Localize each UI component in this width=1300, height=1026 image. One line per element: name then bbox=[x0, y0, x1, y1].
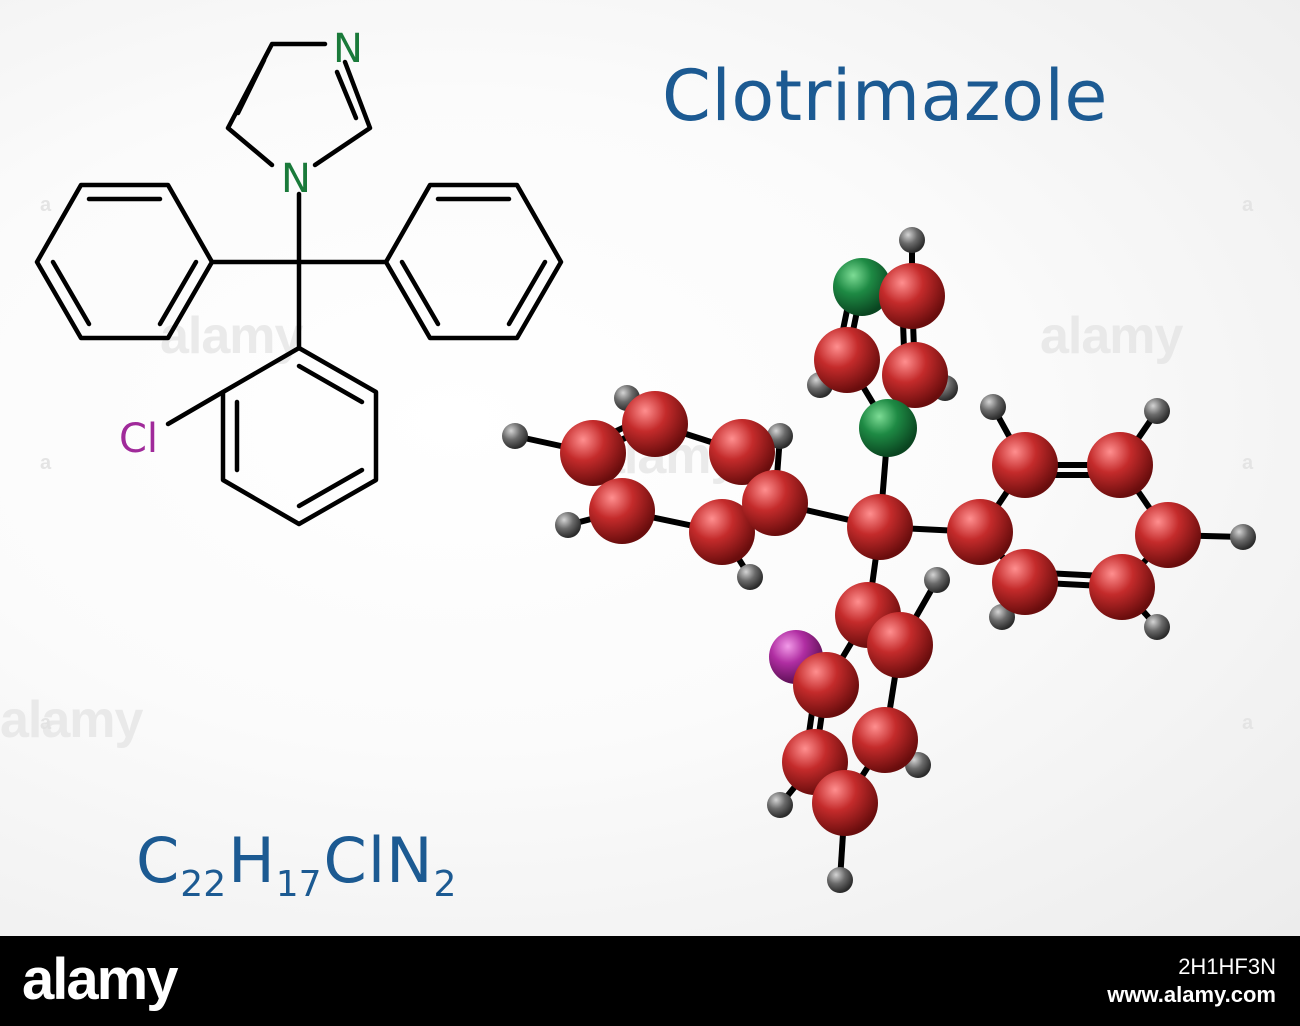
hydrogen-atom bbox=[1144, 398, 1170, 424]
formula-hydrogen-count: 17 bbox=[275, 864, 322, 905]
watermark-letter: a bbox=[1242, 194, 1254, 216]
ball-and-stick-model bbox=[502, 227, 1256, 893]
formula-carbon-count: 22 bbox=[180, 864, 227, 905]
hydrogen-atom bbox=[555, 512, 581, 538]
carbon-atom bbox=[812, 770, 878, 836]
hydrogen-atom bbox=[980, 394, 1006, 420]
carbon-atom bbox=[992, 549, 1058, 615]
watermark-word: alamy bbox=[1040, 307, 1183, 365]
carbon-atom bbox=[689, 499, 755, 565]
footer-bar: alamy 2H1HF3N www.alamy.com bbox=[0, 936, 1300, 1026]
carbon-atom bbox=[1087, 432, 1153, 498]
footer-logo[interactable]: alamy bbox=[22, 947, 178, 1012]
compound-name: Clotrimazole bbox=[662, 55, 1108, 137]
imidazole-double-bond bbox=[235, 57, 267, 116]
carbon-atom bbox=[847, 494, 913, 560]
watermark-letter: a bbox=[40, 452, 52, 474]
watermark-letter: a bbox=[1242, 452, 1254, 474]
formula-hydrogen: H bbox=[228, 824, 276, 897]
atom-label-cl: Cl bbox=[119, 416, 158, 462]
carbon-atom bbox=[560, 420, 626, 486]
structural-formula: N N Cl bbox=[34, 26, 564, 527]
nitrogen-atom bbox=[859, 399, 917, 457]
aromatic-double-bond bbox=[234, 363, 365, 509]
carbon-atom bbox=[879, 263, 945, 329]
c-cl-bond bbox=[165, 389, 226, 427]
carbon-atom bbox=[589, 478, 655, 544]
carbon-atom bbox=[742, 470, 808, 536]
carbon-atom bbox=[882, 342, 948, 408]
carbon-atom bbox=[793, 652, 859, 718]
carbon-atom bbox=[1089, 554, 1155, 620]
molecular-formula: C22H17ClN2 bbox=[136, 826, 458, 920]
footer-info: 2H1HF3N www.alamy.com bbox=[1107, 954, 1276, 1010]
hydrogen-atom bbox=[737, 564, 763, 590]
carbon-atom bbox=[1135, 502, 1201, 568]
carbon-atom bbox=[947, 499, 1013, 565]
watermark-letter: a bbox=[1242, 712, 1254, 734]
hydrogen-atom bbox=[924, 567, 950, 593]
footer-url[interactable]: www.alamy.com bbox=[1107, 982, 1276, 1007]
hydrogen-atom bbox=[1230, 524, 1256, 550]
diagram-canvas: a a a a a a alamy alamy alamy alamy bbox=[0, 0, 1300, 936]
image-id: 2H1HF3N bbox=[1178, 954, 1276, 979]
carbon-atom bbox=[852, 707, 918, 773]
hydrogen-atom bbox=[502, 423, 528, 449]
hydrogen-atom bbox=[827, 867, 853, 893]
nitrogen-atom bbox=[833, 258, 891, 316]
left-phenyl-ring bbox=[34, 182, 215, 341]
formula-carbon: C bbox=[136, 824, 181, 897]
watermark-word: alamy bbox=[160, 307, 303, 365]
formula-chlorine: Cl bbox=[323, 824, 387, 897]
hydrogen-atom bbox=[767, 792, 793, 818]
formula-nitrogen: N bbox=[386, 824, 434, 897]
watermark-letter: a bbox=[40, 712, 52, 734]
carbon-atom bbox=[709, 419, 775, 485]
carbon-atom bbox=[867, 612, 933, 678]
atom-label-n-top: N bbox=[333, 26, 363, 72]
hydrogen-atom bbox=[899, 227, 925, 253]
aromatic-double-bond bbox=[50, 196, 199, 327]
imidazole-double-bond bbox=[334, 69, 359, 121]
right-phenyl-ring bbox=[383, 182, 564, 341]
carbon-atom bbox=[992, 432, 1058, 498]
carbon-atom bbox=[814, 327, 880, 393]
formula-nitrogen-count: 2 bbox=[433, 864, 457, 905]
watermark-letter: a bbox=[40, 194, 52, 216]
watermark-word: alamy bbox=[0, 691, 143, 749]
carbon-atom bbox=[622, 391, 688, 457]
atom-label-n-bottom: N bbox=[281, 156, 311, 202]
aromatic-double-bond bbox=[399, 196, 548, 327]
hydrogen-atom bbox=[1144, 614, 1170, 640]
